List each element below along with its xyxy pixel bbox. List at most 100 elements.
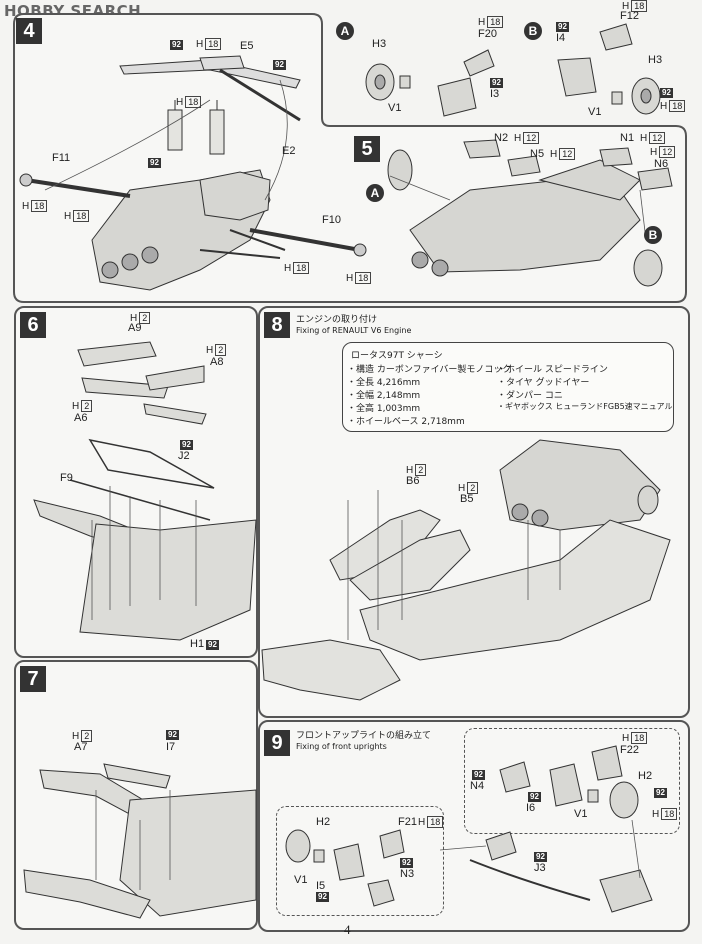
tag-92: 92 bbox=[400, 858, 413, 868]
part-label-a7: A7 bbox=[74, 741, 88, 753]
tag-92: 92 bbox=[534, 852, 547, 862]
part-label-e2: E2 bbox=[282, 145, 296, 157]
spec-right-1: ・タイヤ グッドイヤー bbox=[497, 378, 590, 388]
step-9-left-subassembly bbox=[276, 806, 444, 916]
tag-92: 92 bbox=[316, 892, 329, 902]
step-9-title-jp: フロントアップライトの組み立て bbox=[296, 731, 432, 741]
part-label-f22: F22 bbox=[620, 744, 639, 756]
part-label-h3: H3 bbox=[648, 54, 663, 66]
part-label-f10: F10 bbox=[322, 214, 341, 226]
subassembly-b-marker: B bbox=[524, 22, 542, 40]
part-label-h3: H3 bbox=[372, 38, 387, 50]
tag-92: 92 bbox=[654, 788, 667, 798]
spec-right-2: ・ダンパー コニ bbox=[497, 391, 563, 401]
part-label-e5: E5 bbox=[240, 40, 254, 52]
tag-92: 92 bbox=[556, 22, 569, 32]
part-label-f21: F21 bbox=[398, 816, 417, 828]
part-label-i6: I6 bbox=[526, 802, 536, 814]
part-label-a8: A8 bbox=[210, 356, 224, 368]
part-label-n2: N2 bbox=[494, 132, 509, 144]
part-label-v1: V1 bbox=[388, 102, 402, 114]
step-9-title-en: Fixing of front uprights bbox=[296, 742, 387, 751]
tag-92: 92 bbox=[148, 158, 161, 168]
step-8-title-en: Fixing of RENAULT V6 Engine bbox=[296, 326, 412, 335]
step-9-badge: 9 bbox=[264, 730, 290, 756]
part-label-i4: I4 bbox=[556, 32, 566, 44]
step-9-right-subassembly bbox=[464, 728, 680, 834]
part-label-n1: N1 bbox=[620, 132, 635, 144]
part-label-f9: F9 bbox=[60, 472, 73, 484]
tag-92: 92 bbox=[490, 78, 503, 88]
subassembly-b-marker: B bbox=[644, 226, 662, 244]
spec-left-3: ・全高 1,003mm bbox=[347, 404, 421, 414]
part-label-j2: J2 bbox=[178, 450, 190, 462]
part-label-j3: J3 bbox=[534, 862, 546, 874]
tag-92: 92 bbox=[472, 770, 485, 780]
page-number: 4 bbox=[344, 922, 351, 937]
tag-92: 92 bbox=[166, 730, 179, 740]
spec-left-2: ・全幅 2,148mm bbox=[347, 391, 421, 401]
step-8-title-jp: エンジンの取り付け bbox=[296, 315, 378, 325]
tag-92: 92 bbox=[170, 40, 183, 50]
tag-92: 92 bbox=[660, 88, 673, 98]
part-label-f11: F11 bbox=[52, 152, 71, 164]
part-label-h2: H2 bbox=[638, 770, 653, 782]
part-label-n4: N4 bbox=[470, 780, 485, 792]
step-8-badge: 8 bbox=[264, 312, 290, 338]
step-6-badge: 6 bbox=[20, 312, 46, 338]
part-label-h2: H2 bbox=[316, 816, 331, 828]
spec-box: ロータス97T シャーシ ・構造 カーボンファイバー製モノコック ・全長 4,2… bbox=[342, 342, 674, 432]
spec-right-3: ・ギヤボックス ヒューランドFGB5速マニュアル bbox=[497, 402, 673, 411]
part-label-v1: V1 bbox=[574, 808, 588, 820]
part-label-f12: F12 bbox=[620, 10, 639, 22]
part-label-f20: F20 bbox=[478, 28, 497, 40]
spec-title: ロータス97T シャーシ bbox=[351, 351, 443, 361]
part-label-n3: N3 bbox=[400, 868, 415, 880]
spec-left-1: ・全長 4,216mm bbox=[347, 378, 421, 388]
step-7-badge: 7 bbox=[20, 666, 46, 692]
tag-92: 92 bbox=[206, 640, 219, 650]
step-5-badge: 5 bbox=[354, 136, 380, 162]
part-label-v1: V1 bbox=[588, 106, 602, 118]
step-4-badge: 4 bbox=[16, 18, 42, 44]
part-label-i7: I7 bbox=[166, 741, 176, 753]
tag-92: 92 bbox=[180, 440, 193, 450]
part-label-i5: I5 bbox=[316, 880, 326, 892]
tag-92: 92 bbox=[273, 60, 286, 70]
part-label-h1: H1 bbox=[190, 638, 205, 650]
part-label-b5: B5 bbox=[460, 493, 474, 505]
subassembly-a-marker: A bbox=[366, 184, 384, 202]
spec-left-4: ・ホイールベース 2,718mm bbox=[347, 417, 465, 427]
part-label-a9: A9 bbox=[128, 322, 142, 334]
part-label-a6: A6 bbox=[74, 412, 88, 424]
